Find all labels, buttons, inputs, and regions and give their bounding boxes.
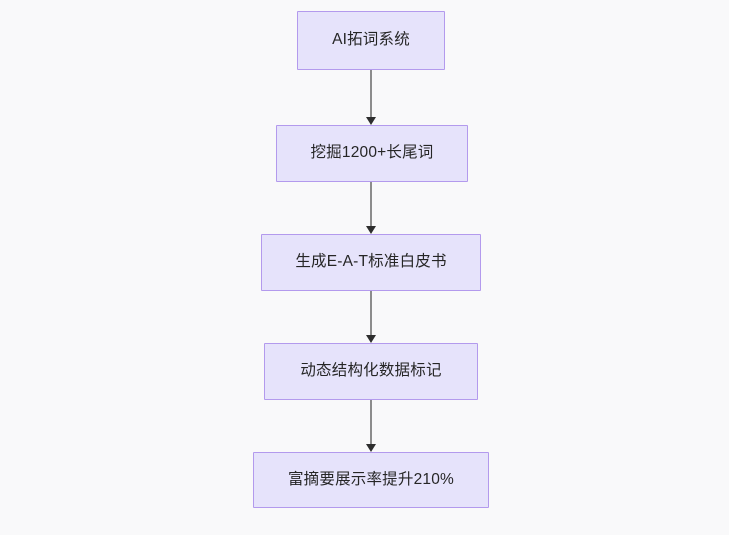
arrowhead-icon — [366, 117, 376, 125]
node-label: 动态结构化数据标记 — [300, 362, 442, 380]
edge-line — [370, 291, 372, 335]
arrowhead-icon — [366, 226, 376, 234]
node-label: 生成E-A-T标准白皮书 — [295, 253, 447, 271]
node-label: 挖掘1200+长尾词 — [310, 144, 434, 162]
arrowhead-icon — [366, 335, 376, 343]
flowchart-node-mine-longtail-keywords[interactable]: 挖掘1200+长尾词 — [276, 125, 468, 182]
arrowhead-icon — [366, 444, 376, 452]
flowchart-node-generate-eat-whitepaper[interactable]: 生成E-A-T标准白皮书 — [261, 234, 481, 291]
flowchart-node-dynamic-structured-data-markup[interactable]: 动态结构化数据标记 — [264, 343, 478, 400]
node-label: AI拓词系统 — [332, 31, 410, 49]
edge-line — [370, 182, 372, 226]
flowchart-node-rich-snippet-rate-increase[interactable]: 富摘要展示率提升210% — [253, 452, 489, 508]
edge-line — [370, 400, 372, 444]
node-label: 富摘要展示率提升210% — [287, 470, 455, 488]
flowchart-node-ai-keyword-system[interactable]: AI拓词系统 — [297, 11, 445, 70]
edge-line — [370, 70, 372, 117]
